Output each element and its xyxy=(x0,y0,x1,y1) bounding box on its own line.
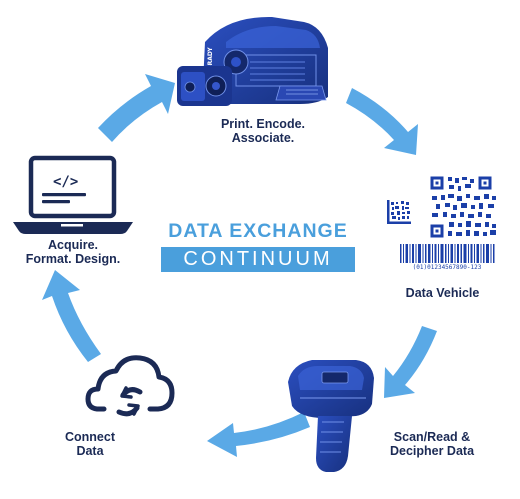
stage-label-scan-line1: Scan/Read & xyxy=(393,430,471,444)
stage-label-scan-line2: Decipher Data xyxy=(389,444,475,458)
cycle-arrow-vehicle-to-scan xyxy=(384,326,437,398)
cycle-arrow-scan-to-connect xyxy=(207,412,310,457)
printer-icon: BRADY xyxy=(203,16,328,104)
stage-label-acquire-line1: Acquire. xyxy=(47,238,98,252)
code-symbol: </> xyxy=(53,174,78,190)
diagram-title-line1: DATA EXCHANGE xyxy=(168,220,348,242)
cycle-arrow-connect-to-acquire xyxy=(42,270,101,362)
cycle-arrow-acquire-to-print xyxy=(98,74,175,142)
stage-label-vehicle-line1: Data Vehicle xyxy=(405,286,480,300)
stage-label-print-line1: Print. Encode. xyxy=(220,117,306,131)
cloud-sync-icon xyxy=(85,355,175,417)
stage-label-acquire-line2: Format. Design. xyxy=(25,252,121,266)
encoder-icon xyxy=(177,66,232,106)
diagram-title-line2: CONTINUUM xyxy=(161,247,355,272)
stage-label-connect-line1: Connect xyxy=(65,430,115,444)
laptop-code-icon: </> xyxy=(13,155,133,234)
linear-barcode xyxy=(400,244,495,263)
stage-label-acquire: Acquire. Format. Design. xyxy=(10,238,136,266)
stage-label-vehicle: Data Vehicle xyxy=(385,286,500,300)
stage-label-scan: Scan/Read & Decipher Data xyxy=(366,430,498,458)
stage-label-connect: Connect Data xyxy=(58,430,122,458)
handheld-scanner-icon xyxy=(288,360,374,472)
cycle-arrow-print-to-vehicle xyxy=(346,88,418,155)
barcode-number: (01)01234567890-123 xyxy=(412,264,482,271)
datamatrix-code xyxy=(387,200,411,224)
qr-code xyxy=(430,176,496,238)
printer-brand: BRADY xyxy=(207,47,214,70)
stage-label-print-line2: Associate. xyxy=(231,131,295,145)
stage-label-connect-line2: Data xyxy=(76,444,104,458)
barcode-qr-icon xyxy=(387,176,496,263)
stage-label-print: Print. Encode. Associate. xyxy=(200,117,326,145)
